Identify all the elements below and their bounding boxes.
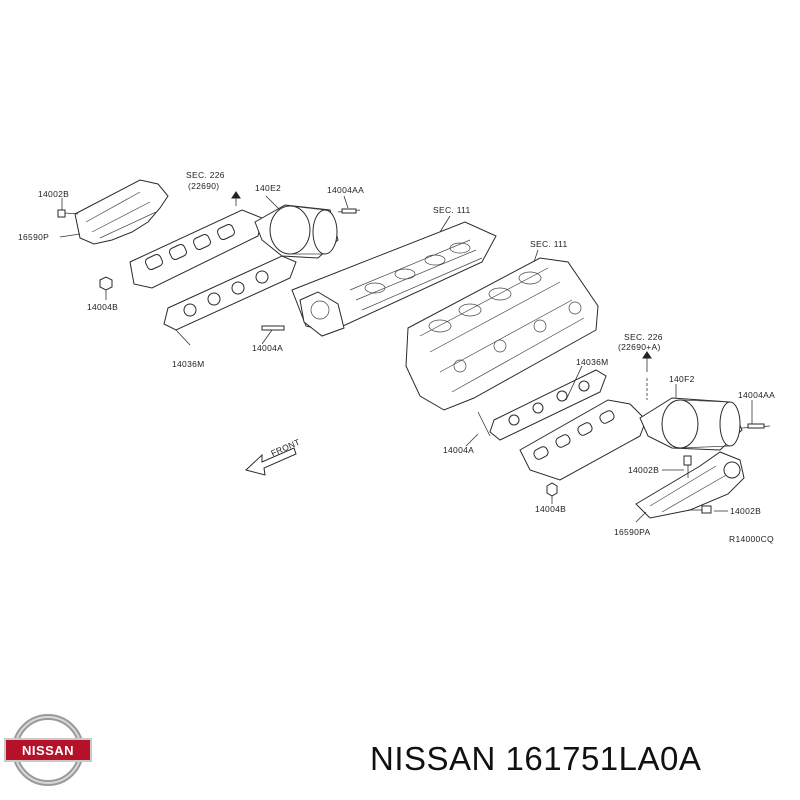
callout-14004a-right: 14004A bbox=[443, 445, 474, 455]
callout-16590pa: 16590PA bbox=[614, 527, 650, 537]
page-title: NISSAN 161751LA0A bbox=[370, 740, 702, 777]
bolt-14002b-right-b bbox=[688, 505, 712, 514]
heat-shield-left bbox=[74, 179, 169, 245]
callout-140f2: 140F2 bbox=[669, 374, 695, 384]
stud-14004aa-right bbox=[741, 423, 771, 429]
callout-sec226-left-sub: (22690) bbox=[188, 181, 219, 191]
callout-14002b-right-a: 14002B bbox=[628, 465, 659, 475]
nut-14004b-left bbox=[99, 276, 113, 291]
gasket-left bbox=[163, 255, 297, 331]
callout-14036m-right: 14036M bbox=[576, 357, 609, 367]
leader-lines bbox=[59, 195, 753, 523]
stud-14004a-right bbox=[477, 411, 491, 437]
callout-14004a-left: 14004A bbox=[252, 343, 283, 353]
gasket-right bbox=[489, 369, 607, 441]
exhaust-manifold-left bbox=[129, 209, 263, 289]
callout-14002b-left: 14002B bbox=[38, 189, 69, 199]
exhaust-manifold-right bbox=[519, 399, 647, 481]
cylinder-head-right bbox=[405, 257, 599, 411]
callout-14002b-right-b: 14002B bbox=[730, 506, 761, 516]
callout-14004b-right: 14004B bbox=[535, 504, 566, 514]
catalytic-converter-right bbox=[639, 351, 743, 451]
callout-140e2: 140E2 bbox=[255, 183, 281, 193]
front-arrow-icon bbox=[244, 447, 297, 476]
callout-sec226-right-sub: (22690+A) bbox=[618, 342, 661, 352]
callout-14004b-left: 14004B bbox=[87, 302, 118, 312]
callout-sec111-b: SEC. 111 bbox=[530, 239, 568, 249]
cylinder-head-left bbox=[291, 221, 497, 337]
callout-14036m-left: 14036M bbox=[172, 359, 205, 369]
nissan-logo-text: NISSAN bbox=[22, 743, 74, 758]
callout-sec111-a: SEC. 111 bbox=[433, 205, 471, 215]
figure-code: R14000CQ bbox=[729, 534, 774, 544]
bolt-14002b-left bbox=[57, 209, 79, 218]
stud-14004aa-left bbox=[337, 208, 361, 214]
heat-shield-right bbox=[635, 451, 745, 519]
callout-sec226-right: SEC. 226 bbox=[624, 332, 663, 342]
stud-14004a-left bbox=[261, 325, 285, 331]
callout-14004aa-right: 14004AA bbox=[738, 390, 775, 400]
callout-sec226-left: SEC. 226 bbox=[186, 170, 225, 180]
callout-14004aa-left: 14004AA bbox=[327, 185, 364, 195]
bolt-14002b-right-a bbox=[683, 455, 692, 478]
callout-16590p: 16590P bbox=[18, 232, 49, 242]
nissan-logo: NISSAN bbox=[4, 714, 92, 786]
nut-14004b-right bbox=[546, 482, 558, 497]
catalytic-converter-left bbox=[231, 191, 339, 259]
